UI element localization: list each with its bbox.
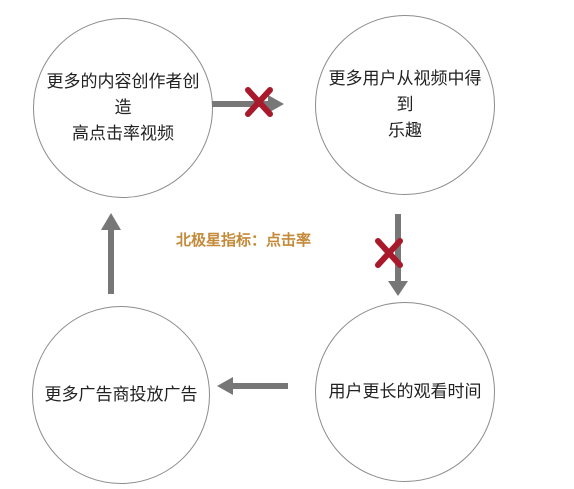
node-advertisers: 更多广告商投放广告 — [32, 306, 210, 484]
cross-icon-right — [375, 238, 403, 268]
node-creators-label: 更多的内容创作者创造 高点击率视频 — [46, 72, 200, 144]
node-watch-time-label: 用户更长的观看时间 — [328, 382, 482, 402]
arrow-watch-time-to-advertisers — [217, 377, 288, 395]
node-users-label: 更多用户从视频中得到 乐趣 — [328, 69, 482, 141]
cross-icon-top — [245, 87, 273, 117]
node-creators: 更多的内容创作者创造 高点击率视频 — [33, 18, 213, 198]
arrow-advertisers-to-creators — [101, 213, 121, 294]
arrow-users-to-watch-time — [388, 214, 408, 296]
node-watch-time: 用户更长的观看时间 — [315, 302, 495, 482]
node-users: 更多用户从视频中得到 乐趣 — [315, 15, 495, 195]
arrow-creators-to-users — [212, 95, 284, 113]
north-star-metric-label: 北极星指标：点击率 — [176, 231, 312, 249]
node-advertisers-label: 更多广告商投放广告 — [44, 385, 198, 405]
